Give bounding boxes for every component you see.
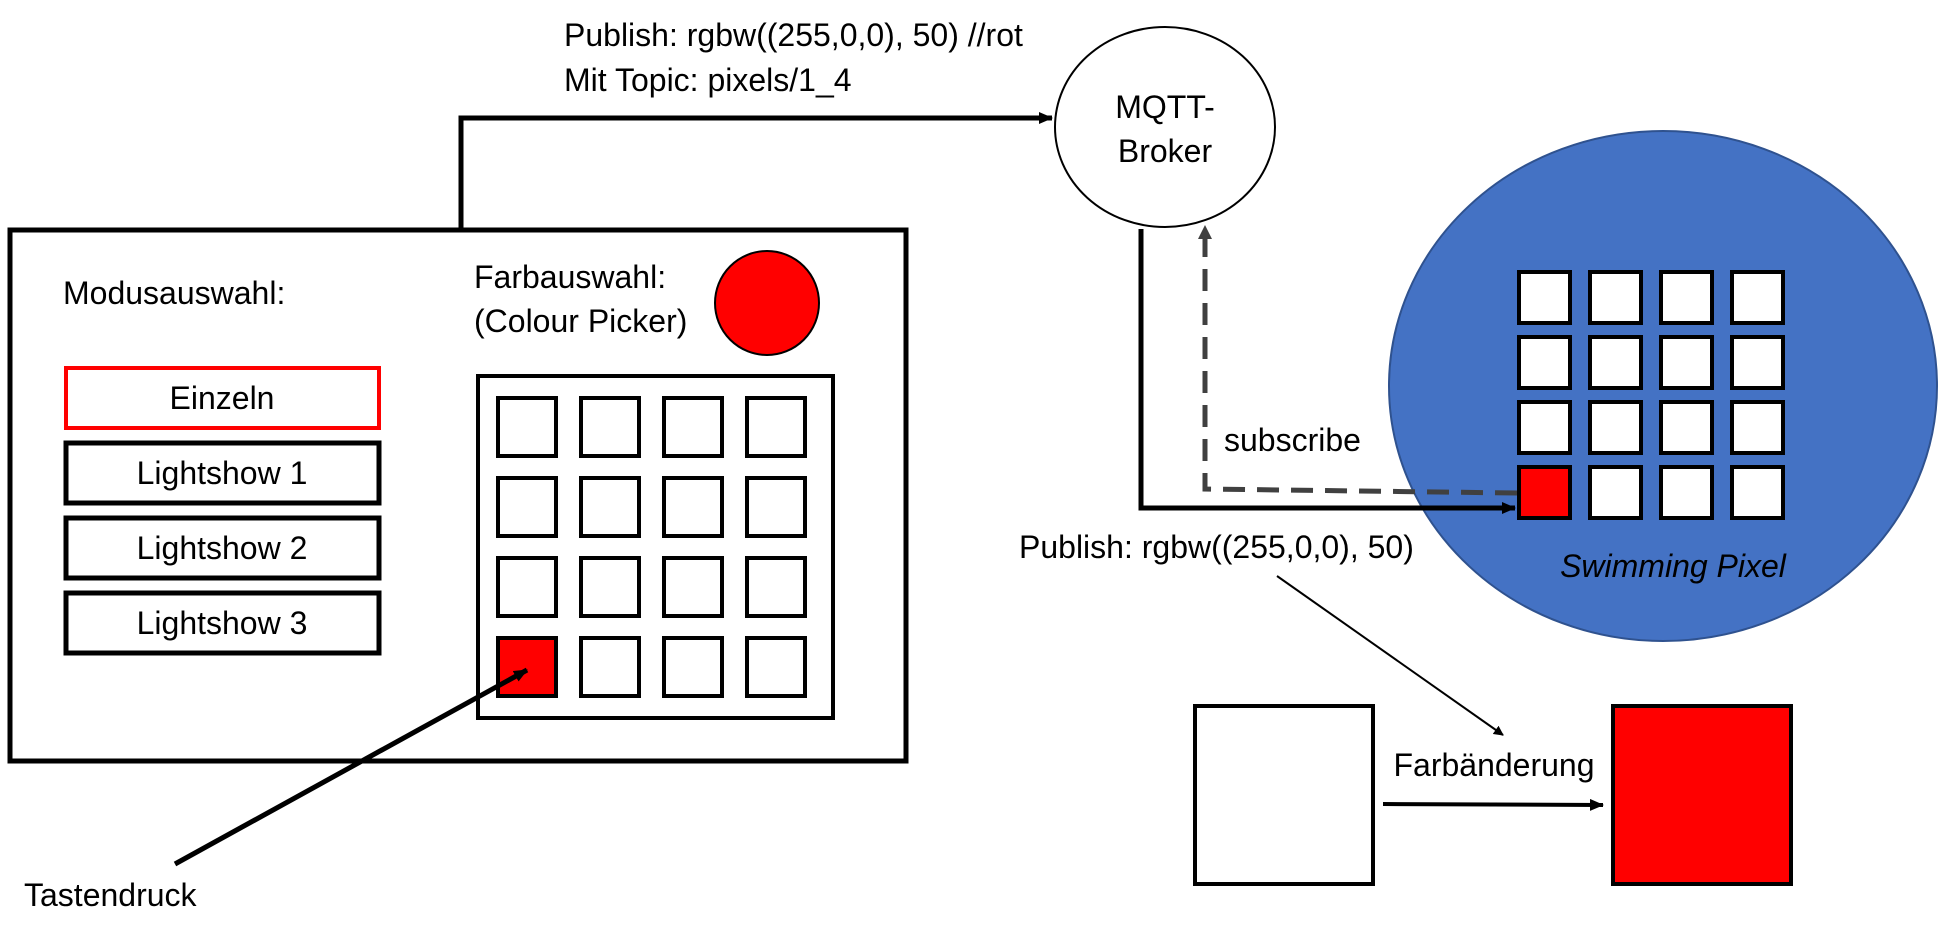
mode-label: Modusauswahl:: [63, 275, 285, 311]
app-pixel-grid: [496, 396, 807, 698]
app-grid-cell-r4-c1[interactable]: [496, 636, 558, 698]
app-grid-cell-r1-c3[interactable]: [662, 396, 724, 458]
publish-top-line1: Publish: rgbw((255,0,0), 50) //rot: [564, 17, 1023, 53]
app-grid-cell-r2-c3[interactable]: [662, 476, 724, 538]
color-change-arrow: [1382, 798, 1604, 811]
pixel-grid-cell-r2-c2: [1588, 335, 1643, 390]
broker-label-line2: Broker: [1118, 133, 1213, 169]
pixel-grid-cell-r4-c1: [1517, 465, 1572, 520]
pixel-grid-cell-r2-c1: [1517, 335, 1572, 390]
mode-button-lightshow-1-frame: [63, 440, 382, 506]
app-grid-cell-r2-c4[interactable]: [745, 476, 807, 538]
app-grid-cell-r1-c4[interactable]: [745, 396, 807, 458]
publish-bottom-label: Publish: rgbw((255,0,0), 50): [1019, 529, 1414, 565]
mode-button-lightshow-2-label: Lightshow 2: [137, 530, 308, 566]
mode-button-einzeln[interactable]: Einzeln: [64, 366, 381, 430]
tap-arrow: [173, 667, 529, 867]
app-grid-cell-r4-c2[interactable]: [579, 636, 641, 698]
mode-button-einzeln-label: Einzeln: [170, 380, 275, 416]
mode-button-einzeln-frame: [64, 366, 381, 430]
app-grid-cell-r4-c3[interactable]: [662, 636, 724, 698]
pixel-grid-cell-r2-c4: [1730, 335, 1785, 390]
publish-arrow: [458, 112, 1053, 229]
app-grid-cell-r3-c4[interactable]: [745, 556, 807, 618]
broker-publish-arrow: [1138, 229, 1516, 514]
swimming-pixel-grid: [1517, 270, 1785, 520]
swimming-pixel-label: Swimming Pixel: [1560, 548, 1787, 584]
app-grid-cell-r3-c3[interactable]: [662, 556, 724, 618]
app-grid-cell-r2-c1[interactable]: [496, 476, 558, 538]
subscribe-arrow: [1198, 225, 1518, 496]
mqtt-broker: [1054, 26, 1276, 228]
pixel-grid-cell-r1-c3: [1659, 270, 1714, 325]
pixel-grid-cell-r4-c3: [1659, 465, 1714, 520]
pixel-grid-cell-r4-c4: [1730, 465, 1785, 520]
pixel-grid-cell-r4-c2: [1588, 465, 1643, 520]
mode-button-lightshow-3[interactable]: Lightshow 3: [63, 590, 382, 656]
pixel-grid-cell-r1-c1: [1517, 270, 1572, 325]
app-grid-cell-r2-c2[interactable]: [579, 476, 641, 538]
subscribe-label: subscribe: [1224, 422, 1361, 458]
app-grid-cell-r3-c2[interactable]: [579, 556, 641, 618]
color-label-line1: Farbauswahl:: [474, 259, 666, 295]
before-color-square: [1193, 704, 1375, 886]
color-label-line2: (Colour Picker): [474, 303, 687, 339]
color-picker-swatch[interactable]: [714, 250, 820, 356]
broker-label-line1: MQTT-: [1115, 89, 1215, 125]
tap-label: Tastendruck: [24, 877, 198, 913]
app-grid-cell-r4-c4[interactable]: [745, 636, 807, 698]
after-color-square: [1611, 704, 1793, 886]
app-grid-cell-r3-c1[interactable]: [496, 556, 558, 618]
pixel-grid-cell-r3-c1: [1517, 400, 1572, 455]
app-grid-cell-r1-c2[interactable]: [579, 396, 641, 458]
pixel-grid-cell-r3-c4: [1730, 400, 1785, 455]
color-change-label: Farbänderung: [1393, 747, 1594, 783]
mode-button-lightshow-1-label: Lightshow 1: [137, 455, 308, 491]
publish-to-change-arrow: [1276, 575, 1504, 736]
pixel-grid-cell-r1-c4: [1730, 270, 1785, 325]
app-grid-cell-r1-c1[interactable]: [496, 396, 558, 458]
publish-top-line2: Mit Topic: pixels/1_4: [564, 62, 852, 98]
mode-button-lightshow-3-frame: [63, 590, 382, 656]
pixel-grid-cell-r1-c2: [1588, 270, 1643, 325]
pixel-grid-cell-r3-c3: [1659, 400, 1714, 455]
mode-button-lightshow-1[interactable]: Lightshow 1: [63, 440, 382, 506]
mode-button-lightshow-2-frame: [63, 515, 382, 581]
pixel-grid-cell-r3-c2: [1588, 400, 1643, 455]
pixel-grid-cell-r2-c3: [1659, 335, 1714, 390]
mode-button-lightshow-2[interactable]: Lightshow 2: [63, 515, 382, 581]
mode-button-lightshow-3-label: Lightshow 3: [137, 605, 308, 641]
